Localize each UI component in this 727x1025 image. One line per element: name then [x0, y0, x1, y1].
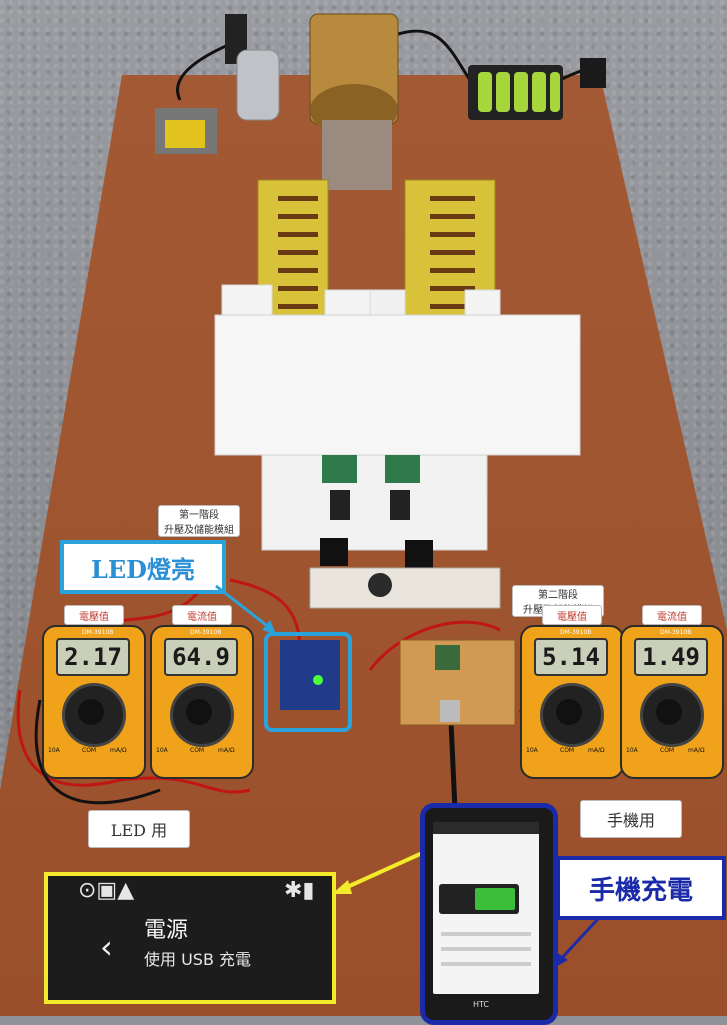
phone-use-label: 手機用	[580, 800, 682, 838]
meter-reading: 5.14	[534, 638, 608, 676]
port-10a: 10A	[626, 747, 638, 754]
signal-icon: ✱▮	[284, 878, 315, 903]
screen-zoom-inset: ⊙▣▲ ✱▮ ‹ 電源 使用 USB 充電	[44, 872, 336, 1004]
meter-tag: 電壓值	[542, 605, 602, 625]
port-ma: mA/Ω	[588, 747, 605, 754]
phone-brand: HTC	[473, 1000, 490, 1009]
port-com: COM	[190, 747, 205, 754]
smartphone: HTC	[420, 803, 558, 1025]
led-highlight-box	[264, 632, 352, 732]
port-10a: 10A	[48, 747, 60, 754]
meter-model: DM-3910B	[560, 629, 592, 636]
meter-reading: 1.49	[634, 638, 708, 676]
meter-tag: 電流值	[172, 605, 232, 625]
port-com: COM	[560, 747, 575, 754]
meter-model: DM-3910B	[190, 629, 222, 636]
meter-model: DM-3910B	[660, 629, 692, 636]
port-10a: 10A	[156, 747, 168, 754]
multimeter-4: 電流值 DM-3910B 1.49 10A COM mA/Ω	[620, 605, 724, 780]
meter-tag: 電壓值	[64, 605, 124, 625]
meter-reading: 2.17	[56, 638, 130, 676]
port-10a: 10A	[526, 747, 538, 754]
led-lit-callout-label: LED燈亮	[60, 540, 226, 594]
port-com: COM	[660, 747, 675, 754]
meter-tag: 電流值	[642, 605, 702, 625]
inset-title: 電源	[144, 918, 189, 943]
multimeter-1: 電壓值 DM-3910B 2.17 10A COM mA/Ω	[42, 605, 146, 780]
port-ma: mA/Ω	[688, 747, 705, 754]
back-chevron-icon[interactable]: ‹	[100, 928, 113, 966]
phone-charging-callout-label: 手機充電	[556, 856, 726, 920]
meter-reading: 64.9	[164, 638, 238, 676]
phone-screen	[433, 822, 539, 994]
port-ma: mA/Ω	[218, 747, 235, 754]
multimeter-2: 電流值 DM-3910B 64.9 10A COM mA/Ω	[150, 605, 254, 780]
led-use-label: LED 用	[88, 810, 190, 848]
rotary-dial[interactable]	[62, 683, 126, 747]
status-icons: ⊙▣▲	[78, 878, 135, 903]
port-ma: mA/Ω	[110, 747, 127, 754]
port-com: COM	[82, 747, 97, 754]
meter-model: DM-3910B	[82, 629, 114, 636]
stage1-module-label: 第一階段 升壓及儲能模組	[158, 505, 240, 537]
inset-subtitle: 使用 USB 充電	[144, 950, 252, 969]
battery-icon	[439, 884, 519, 914]
